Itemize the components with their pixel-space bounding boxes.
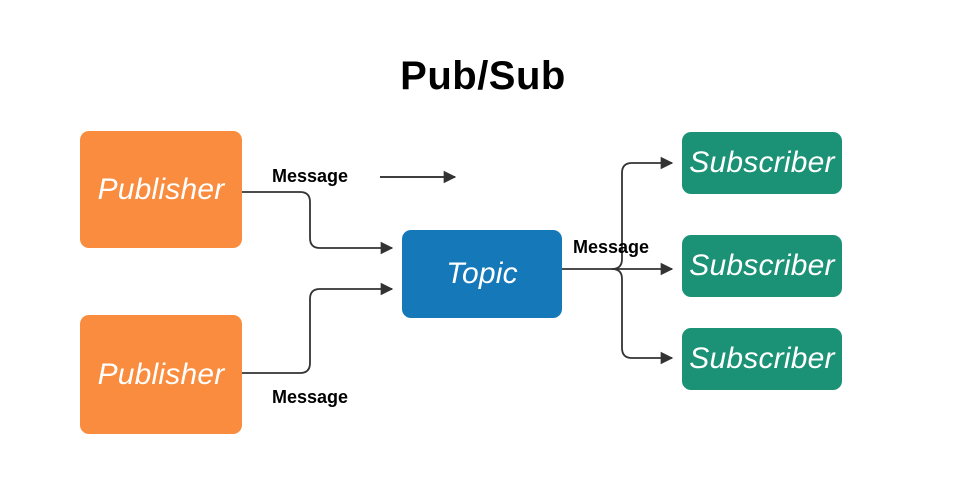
node-topic[interactable]: Topic bbox=[402, 230, 562, 318]
node-subscriber-2-label: Subscriber bbox=[689, 249, 835, 282]
connector-publisher-bottom-to-topic bbox=[242, 282, 394, 374]
edge-label-message-topic-out: Message bbox=[573, 237, 650, 257]
edge-label-message-publisher-bottom: Message bbox=[272, 387, 349, 407]
connector-topic-to-subscriber-3 bbox=[611, 268, 674, 365]
node-subscriber-3-label: Subscriber bbox=[689, 342, 835, 375]
node-subscriber-2[interactable]: Subscriber bbox=[682, 235, 842, 297]
connector-publisher-top-to-topic bbox=[242, 191, 394, 255]
page-title: Pub/Sub bbox=[400, 54, 566, 98]
node-publisher-bottom-label: Publisher bbox=[97, 357, 225, 391]
node-publisher-bottom[interactable]: Publisher bbox=[80, 315, 242, 434]
node-subscriber-3[interactable]: Subscriber bbox=[682, 328, 842, 390]
node-subscriber-1-label: Subscriber bbox=[689, 146, 835, 179]
node-subscriber-1[interactable]: Subscriber bbox=[682, 132, 842, 194]
edge-label-message-publisher-top: Message bbox=[272, 166, 349, 186]
node-publisher-top-label: Publisher bbox=[97, 172, 225, 206]
node-publisher-top[interactable]: Publisher bbox=[80, 131, 242, 248]
node-topic-label: Topic bbox=[446, 257, 518, 290]
